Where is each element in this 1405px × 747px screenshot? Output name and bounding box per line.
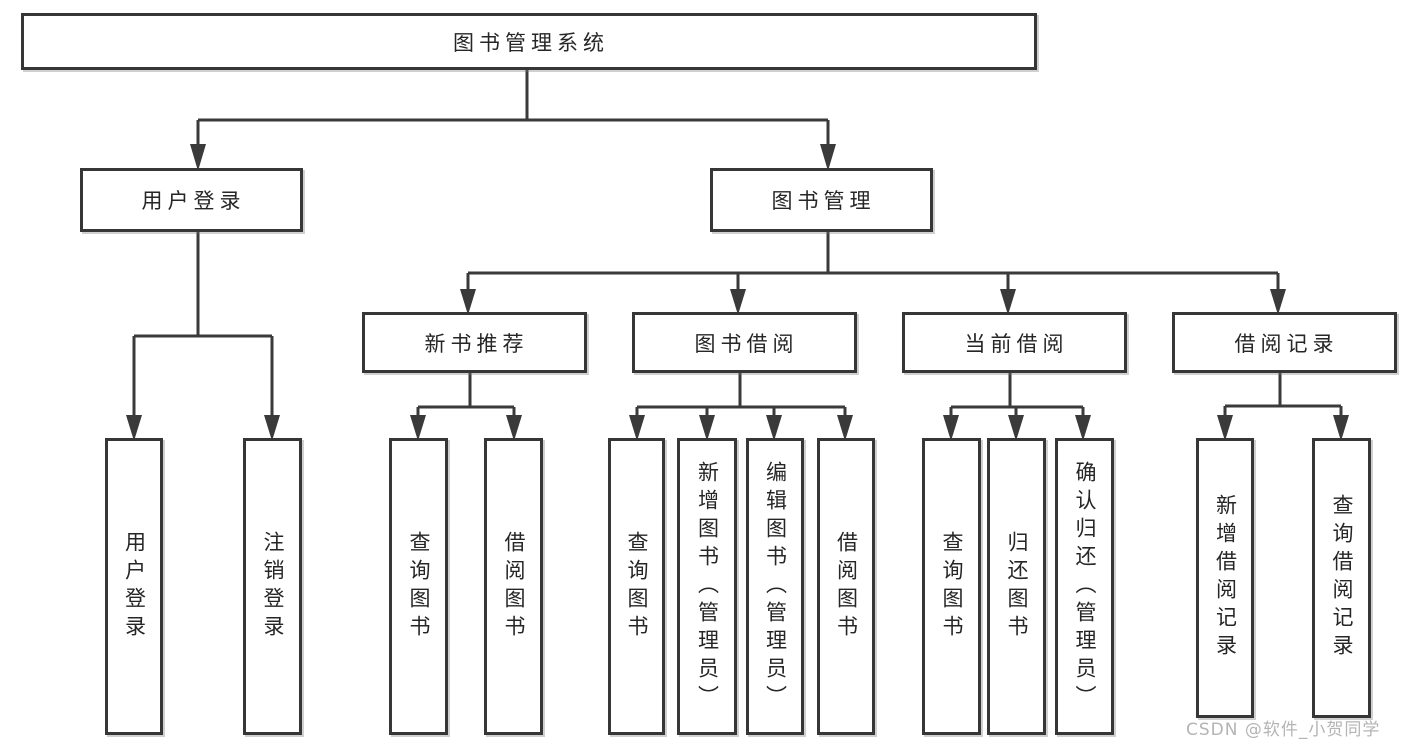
node-root: 图书管理系统 [21,13,1037,70]
leaf-newbook-query-label: 查询图书 [407,530,431,643]
leaf-records-query: 查询借阅记录 [1312,438,1371,718]
node-new-book-recommend-label: 新书推荐 [424,331,529,356]
leaf-borrow-borrow: 借阅图书 [817,438,875,735]
node-user-login: 用户登录 [80,168,303,232]
csdn-watermark: CSDN @软件_小贺同学 [1186,720,1381,740]
leaf-current-confirm-admin-label: 确认归还（管理员） [1073,460,1097,713]
leaf-records-add: 新增借阅记录 [1196,438,1254,718]
leaf-current-query-label: 查询图书 [940,530,964,643]
node-book-management-label: 图书管理 [771,189,876,213]
leaf-borrow-edit-admin-label: 编辑图书（管理员） [763,460,788,713]
leaf-records-query-label: 查询借阅记录 [1330,494,1354,662]
node-user-login-label: 用户登录 [141,189,246,213]
node-book-management: 图书管理 [710,168,933,232]
leaf-borrow-edit-admin: 编辑图书（管理员） [746,438,804,735]
leaf-user-login-label: 用户登录 [122,530,147,643]
node-new-book-recommend: 新书推荐 [362,312,587,373]
leaf-borrow-query: 查询图书 [608,438,665,735]
leaf-logout-label: 注销登录 [261,530,285,643]
leaf-borrow-borrow-label: 借阅图书 [834,530,859,643]
node-borrow-records-label: 借阅记录 [1234,331,1339,356]
leaf-borrow-add-admin: 新增图书（管理员） [677,438,737,735]
leaf-user-login: 用户登录 [105,438,163,735]
node-borrow-records: 借阅记录 [1172,312,1397,373]
leaf-current-query: 查询图书 [922,438,981,735]
leaf-borrow-query-label: 查询图书 [625,530,649,643]
node-current-borrow-label: 当前借阅 [964,331,1069,356]
leaf-records-add-label: 新增借阅记录 [1213,494,1238,662]
leaf-newbook-borrow-label: 借阅图书 [502,530,526,643]
node-book-borrow: 图书借阅 [632,312,857,373]
leaf-newbook-query: 查询图书 [389,438,448,735]
node-current-borrow: 当前借阅 [902,312,1127,373]
leaf-current-return-label: 归还图书 [1005,530,1029,643]
leaf-newbook-borrow: 借阅图书 [484,438,543,735]
leaf-current-confirm-admin: 确认归还（管理员） [1055,438,1114,735]
node-book-borrow-label: 图书借阅 [694,331,799,356]
arrowheads [126,144,1349,441]
leaf-borrow-add-admin-label: 新增图书（管理员） [695,460,720,713]
leaf-logout: 注销登录 [243,438,302,735]
leaf-current-return: 归还图书 [987,438,1046,735]
node-root-label: 图书管理系统 [453,30,609,55]
